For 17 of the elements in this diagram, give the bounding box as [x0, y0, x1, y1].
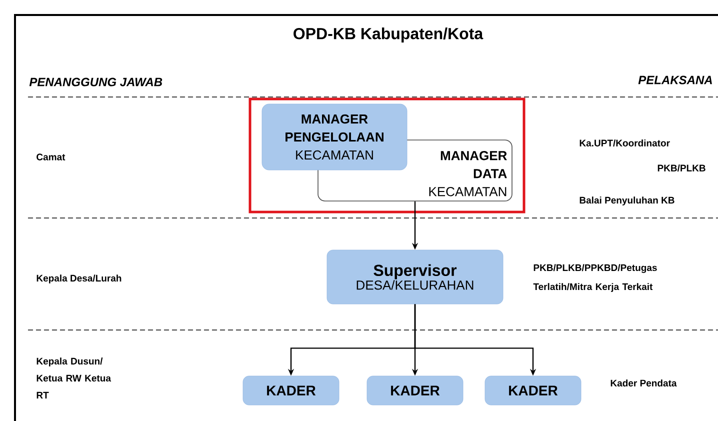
title: OPD-KB Kabupaten/Kota — [294, 28, 484, 42]
role-label: Balai Penyuluhan KB — [580, 196, 674, 206]
role-label: Kepala Desa/Lurah — [36, 274, 122, 284]
role-label: Kepala Dusun/ Ketua RW Ketua RT — [36, 358, 112, 398]
kader-box: KADER — [242, 376, 340, 406]
manager-box: MANAGER PENGELOLAAN KECAMATAN — [262, 104, 408, 170]
kader-box: KADER — [484, 376, 582, 406]
role-label: Kader Pendata — [610, 380, 677, 386]
kader-box: KADER — [366, 376, 464, 406]
role-label: PKB/PLKB/PPKBD/Petugas Terlatih/Mitra Kerja Terkait — [533, 264, 657, 292]
role-label: Camat — [36, 154, 66, 160]
supervisor-box: Supervisor DESA/KELURAHAN — [326, 250, 504, 304]
column-heading: PENANGGUNG JAWAB — [29, 78, 162, 86]
role-label: Ka.UPT/Koordinator — [580, 139, 670, 147]
highlight-frame — [248, 98, 526, 214]
role-label: PKB/PLKB — [658, 164, 706, 172]
column-heading: PELAKSANA — [638, 76, 712, 84]
